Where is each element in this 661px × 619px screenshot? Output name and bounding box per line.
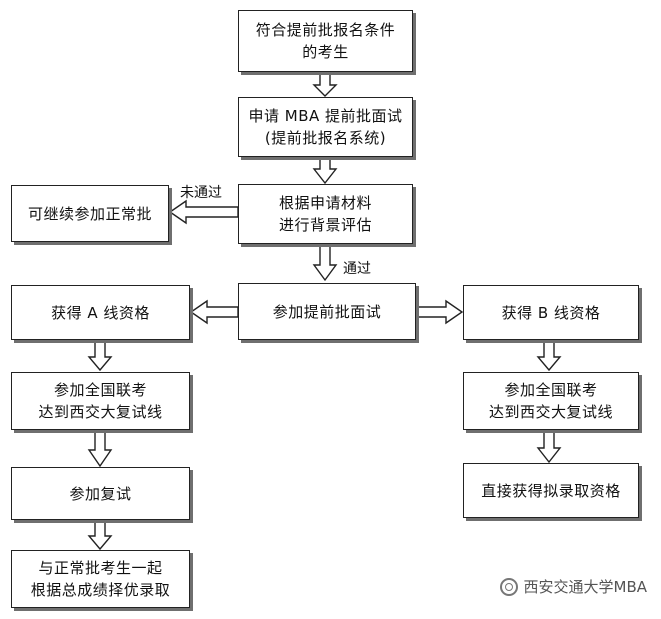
node-exam-a-line1: 参加全国联考 [53,381,147,399]
node-evaluate-line2: 进行背景评估 [278,216,372,234]
node-compete: 与正常批考生一起 根据总成绩择优录取 [11,550,190,608]
arrow-apply-to-evaluate [312,156,338,185]
node-exam-a: 参加全国联考 达到西交大复试线 [11,372,190,430]
node-interview-line1: 参加提前批面试 [272,302,382,321]
node-apply: 申请 MBA 提前批面试 (提前批报名系统) [238,97,413,157]
arrow-exam-to-admit [536,431,562,464]
node-eligible-line1: 符合提前批报名条件 [255,21,396,39]
wechat-ring-icon [499,577,518,596]
node-exam-b-line1: 参加全国联考 [504,381,598,399]
watermark-text: 西安交通大学MBA [523,578,648,596]
arrow-evaluate-to-interview [312,243,338,282]
node-b-qual-line1: 获得 B 线资格 [501,303,601,322]
node-a-qual: 获得 A 线资格 [11,285,190,340]
arrow-a-to-exam [87,341,113,372]
node-regular-line1: 可继续参加正常批 [27,204,152,223]
arrow-evaluate-to-regular [168,199,239,225]
node-exam-b-line2: 达到西交大复试线 [488,403,613,421]
label-pass: 通过 [343,261,371,277]
node-eligible-line2: 的考生 [302,43,349,61]
node-exam-b: 参加全国联考 达到西交大复试线 [463,372,639,430]
node-a-qual-line1: 获得 A 线资格 [51,303,150,322]
node-compete-line2: 根据总成绩择优录取 [30,581,171,599]
node-apply-line1: 申请 MBA 提前批面试 [248,107,403,125]
node-interview: 参加提前批面试 [238,283,416,340]
arrow-retest-to-compete [87,520,113,551]
node-retest-line1: 参加复试 [69,484,132,503]
node-admit-direct: 直接获得拟录取资格 [463,463,639,518]
node-evaluate: 根据申请材料 进行背景评估 [238,184,413,244]
node-retest: 参加复试 [11,467,190,520]
node-apply-line2: (提前批报名系统) [264,129,387,147]
watermark: 西安交通大学MBA [499,576,648,597]
arrow-interview-to-b [416,299,464,325]
arrow-exam-to-retest [87,430,113,468]
label-fail: 未通过 [180,185,222,201]
node-regular: 可继续参加正常批 [11,185,169,242]
node-b-qual: 获得 B 线资格 [463,285,639,340]
node-eligible: 符合提前批报名条件 的考生 [238,10,413,72]
arrow-eligible-to-apply [312,72,338,97]
node-exam-a-line2: 达到西交大复试线 [38,403,163,421]
node-admit-direct-line1: 直接获得拟录取资格 [481,481,621,500]
arrow-interview-to-a [189,299,239,325]
arrow-b-to-exam [536,341,562,372]
node-evaluate-line1: 根据申请材料 [278,194,372,212]
node-compete-line1: 与正常批考生一起 [38,559,163,577]
